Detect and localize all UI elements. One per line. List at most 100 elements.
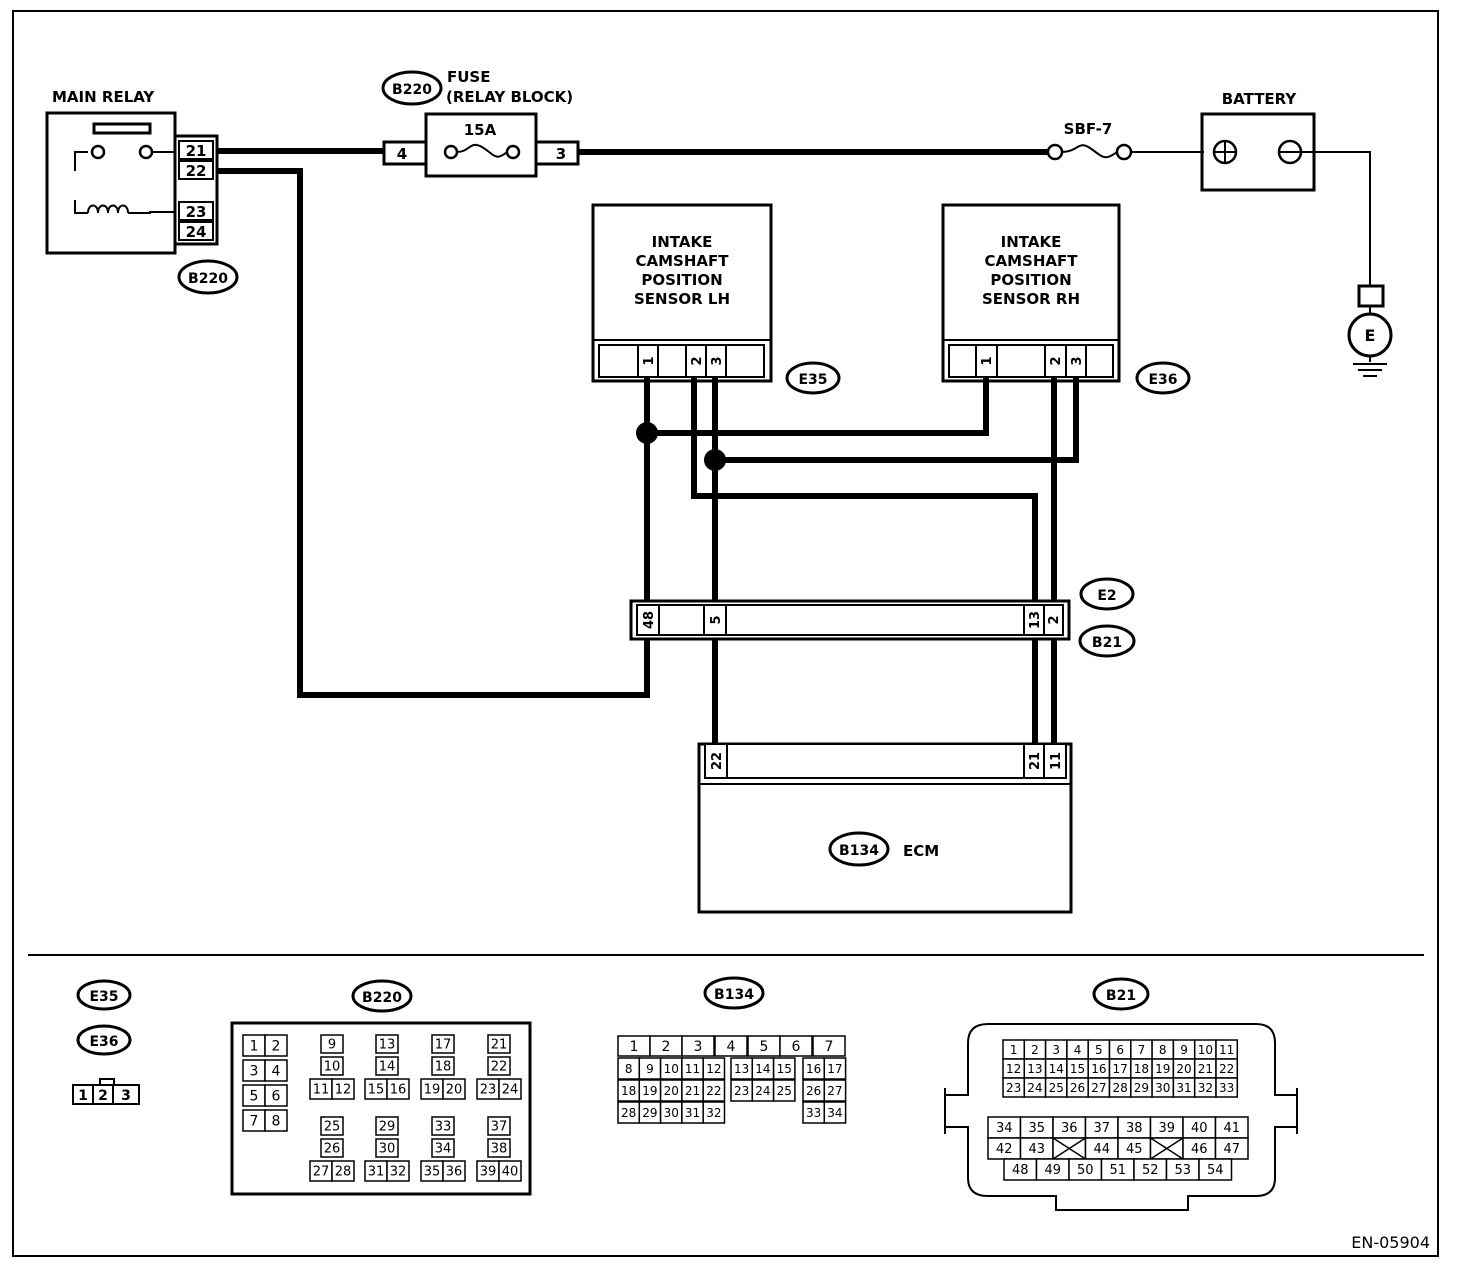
pin-number: 39 [480,1165,497,1180]
pin-number: 25 [1049,1081,1064,1095]
pin-number: 35 [1028,1121,1045,1136]
relay-pin-24: 24 [186,223,207,241]
pin-number: 21 [685,1084,700,1098]
pin-cell [431,1138,455,1158]
pin-number: 1 [630,1039,639,1055]
pin-number: 42 [996,1142,1013,1157]
pin-number: 47 [1223,1142,1240,1157]
pin-number: 13 [379,1038,396,1053]
pin-number: 24 [502,1083,519,1098]
battery: BATTERY [1200,90,1316,192]
pin-cell [320,1116,344,1136]
pin-cell [498,1160,522,1182]
legend-e35-e36: E35 E36 1 2 3 [72,979,140,1105]
pin-number: 54 [1207,1163,1224,1178]
fuse-pin-3: 3 [556,145,566,163]
pin-cell [331,1160,355,1182]
svg-text:E: E [1365,326,1376,345]
tag-b220-relay: B220 [177,259,239,295]
pin-number: 20 [446,1083,463,1098]
pin-cell [431,1056,455,1076]
pin-number: 4 [1074,1043,1082,1057]
pin-cell [331,1078,355,1100]
pin-number: 27 [313,1165,330,1180]
pin-number: 27 [827,1084,842,1098]
svg-text:SBF-7: SBF-7 [1064,120,1113,138]
pin-cell [681,1035,715,1057]
tag-b21: B21 [1078,624,1136,658]
pin-cell [375,1056,399,1076]
pin-number: 15 [1070,1062,1085,1076]
pin-number: 5 [250,1089,259,1105]
pin-number: 33 [806,1106,821,1120]
fuse-pin-4: 4 [397,145,407,163]
main-relay-label: MAIN RELAY [52,88,155,106]
pin-number: 45 [1126,1142,1143,1157]
pin-number: 8 [625,1062,633,1076]
pin-number: 8 [272,1114,281,1130]
svg-text:B134: B134 [839,843,879,859]
pin-cell [386,1160,410,1182]
pin-number: 3 [250,1064,259,1080]
pin-cell [714,1035,748,1057]
junction-dot [636,422,658,444]
main-relay: MAIN RELAY 21 22 23 24 [45,88,219,255]
pin-cell [431,1034,455,1054]
pin-number: 18 [621,1084,636,1098]
pin-number: 15 [368,1083,385,1098]
pin-cell [264,1059,288,1082]
pin-number: 1 [250,1039,259,1055]
pin-number: 38 [491,1142,508,1157]
pin-number: 51 [1109,1163,1126,1178]
pin-number: 52 [1142,1163,1159,1178]
svg-text:B220: B220 [188,271,228,287]
relay-pin-23: 23 [186,203,207,221]
svg-text:CAMSHAFT: CAMSHAFT [985,252,1079,270]
pin-cell [386,1078,410,1100]
pin-number: 15 [777,1062,792,1076]
svg-text:B134: B134 [714,987,754,1003]
svg-text:48: 48 [642,611,657,629]
pin-number: 18 [435,1060,452,1075]
svg-text:2: 2 [98,1088,108,1104]
svg-text:22: 22 [710,752,725,770]
pin-number: 46 [1191,1142,1208,1157]
pin-number: 48 [1012,1163,1029,1178]
pin-number: 25 [324,1120,341,1135]
pin-cell [375,1034,399,1054]
pin-number: 33 [1219,1081,1234,1095]
svg-text:11: 11 [1049,752,1064,770]
pin-number: 12 [335,1083,352,1098]
svg-text:SENSOR LH: SENSOR LH [634,290,730,308]
pin-number: 26 [806,1084,821,1098]
pin-number: 31 [685,1106,700,1120]
pin-number: 16 [1091,1062,1106,1076]
pin-cell [320,1034,344,1054]
intake-camshaft-sensor-rh: INTAKE CAMSHAFT POSITION SENSOR RH 1 2 3 [941,203,1121,383]
pin-number: 16 [390,1083,407,1098]
pin-number: 21 [1198,1062,1213,1076]
pin-cell [375,1116,399,1136]
tag-e36: E36 [1135,361,1191,395]
wiring [217,148,1204,744]
svg-text:2: 2 [690,356,705,365]
fuse-title: FUSE [447,68,490,86]
svg-text:E36: E36 [89,1034,118,1050]
svg-text:POSITION: POSITION [641,271,722,289]
pin-cell [487,1138,511,1158]
svg-text:INTAKE: INTAKE [652,233,713,251]
pin-number: 38 [1126,1121,1143,1136]
pin-number: 49 [1044,1163,1061,1178]
pin-cell [823,1057,847,1080]
pin-number: 7 [250,1114,259,1130]
pin-cell [264,1034,288,1057]
pin-number: 6 [272,1089,281,1105]
pin-number: 30 [664,1106,679,1120]
pin-number: 27 [1091,1081,1106,1095]
svg-text:3: 3 [121,1088,131,1104]
pin-number: 16 [806,1062,821,1076]
pin-number: 32 [1198,1081,1213,1095]
pin-number: 40 [502,1165,519,1180]
